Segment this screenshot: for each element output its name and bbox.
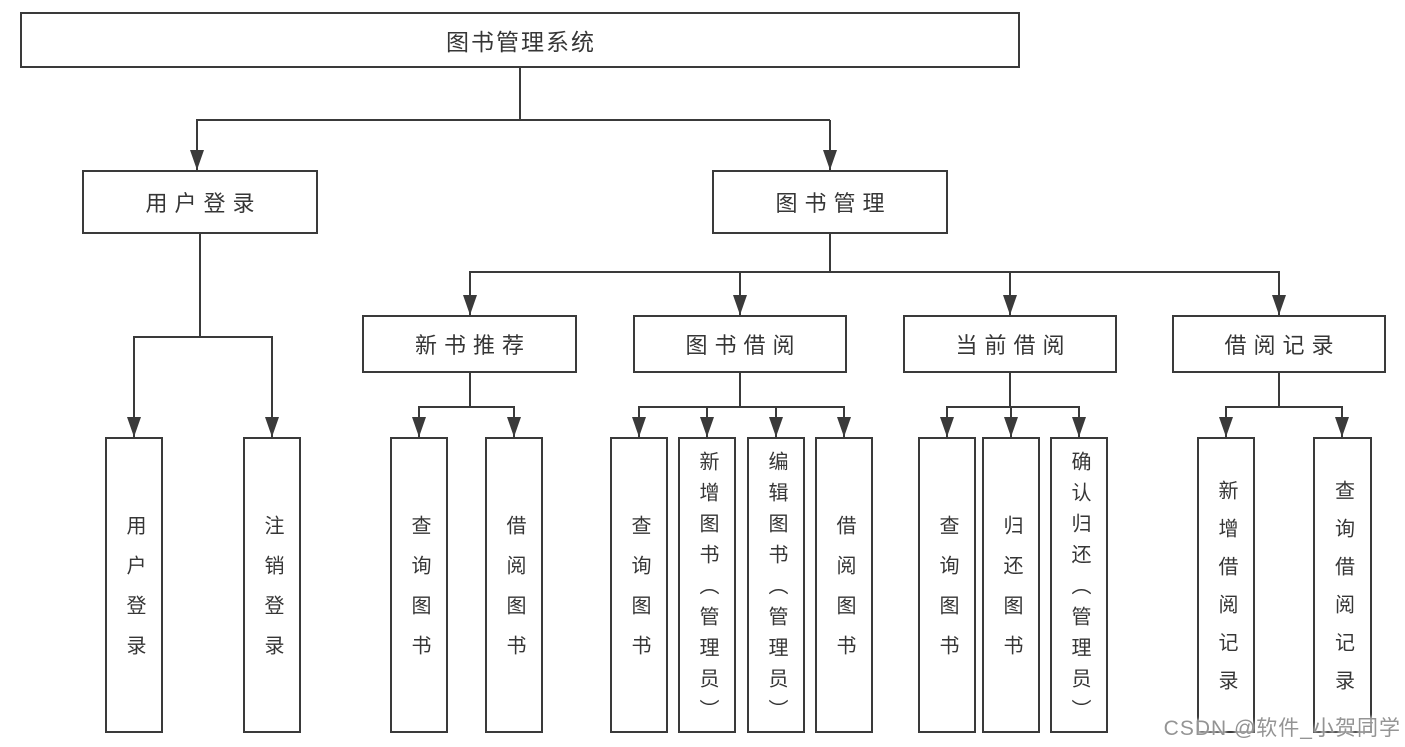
node-current-borrowing: 当前借阅 — [903, 315, 1117, 373]
node-book-borrowing: 图书借阅 — [633, 315, 847, 373]
node-label: 图书借阅 — [685, 333, 802, 358]
leaf-return-book: 归还图书 — [982, 437, 1040, 733]
leaf-query-books-borrowing: 查询图书 — [610, 437, 668, 733]
leaf-query-books-current: 查询图书 — [918, 437, 976, 733]
leaf-label: 新增图书（管理员） — [696, 451, 718, 730]
leaf-edit-book-admin: 编辑图书（管理员） — [747, 437, 805, 733]
leaf-logout: 注销登录 — [243, 437, 301, 733]
node-label: 借阅记录 — [1224, 333, 1341, 358]
leaf-user-login: 用户登录 — [105, 437, 163, 733]
leaf-label: 编辑图书（管理员） — [765, 451, 787, 730]
leaf-borrow-books-borrowing: 借阅图书 — [815, 437, 873, 733]
node-borrowing-records: 借阅记录 — [1172, 315, 1386, 373]
node-user-login: 用户登录 — [82, 170, 318, 234]
leaf-label: 归还图书 — [1000, 515, 1022, 675]
leaf-label: 注销登录 — [261, 515, 283, 675]
leaf-add-book-admin: 新增图书（管理员） — [678, 437, 736, 733]
leaf-query-books-recommendation: 查询图书 — [390, 437, 448, 733]
leaf-label: 用户登录 — [123, 515, 145, 675]
leaf-label: 确认归还（管理员） — [1068, 451, 1090, 730]
leaf-label: 查询图书 — [408, 515, 430, 675]
node-label: 新书推荐 — [414, 333, 531, 358]
node-new-book-recommendation: 新书推荐 — [362, 315, 577, 373]
node-label: 图书管理 — [775, 191, 892, 216]
node-book-management: 图书管理 — [712, 170, 948, 234]
node-library-management-system: 图书管理系统 — [20, 12, 1020, 68]
leaf-label: 新增借阅记录 — [1215, 480, 1237, 708]
node-label: 用户登录 — [145, 191, 262, 216]
node-label: 当前借阅 — [955, 333, 1072, 358]
leaf-add-borrow-record: 新增借阅记录 — [1197, 437, 1255, 733]
node-label: 图书管理系统 — [446, 29, 596, 55]
leaf-label: 查询借阅记录 — [1331, 480, 1354, 708]
leaf-label: 查询图书 — [628, 515, 650, 675]
leaf-query-borrow-record: 查询借阅记录 — [1313, 437, 1372, 733]
watermark: CSDN @软件_小贺同学 — [1163, 717, 1401, 740]
leaf-borrow-books-recommendation: 借阅图书 — [485, 437, 543, 733]
leaf-label: 查询图书 — [936, 515, 958, 675]
leaf-label: 借阅图书 — [503, 515, 525, 675]
leaf-label: 借阅图书 — [833, 515, 855, 675]
leaf-confirm-return-admin: 确认归还（管理员） — [1050, 437, 1108, 733]
